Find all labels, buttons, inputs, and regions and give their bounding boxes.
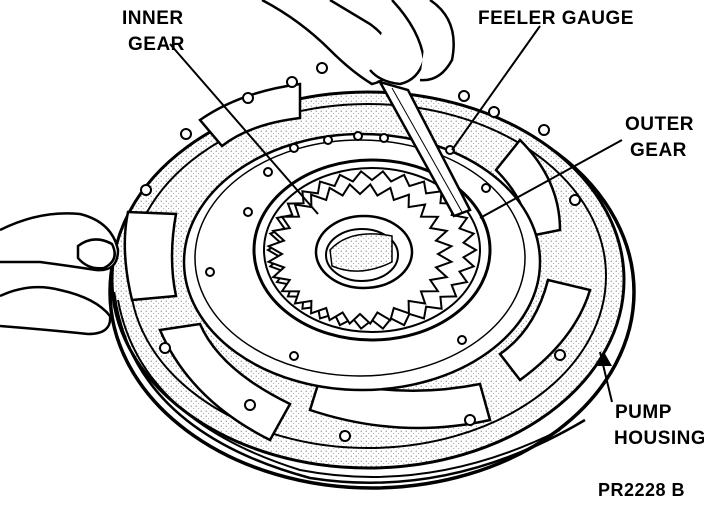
hand-top-feeler <box>261 0 455 86</box>
label-inner-gear-line2: GEAR <box>128 34 185 55</box>
pump-housing-arrowhead <box>596 352 612 366</box>
label-pump-housing-line1: PUMP <box>615 402 672 423</box>
feeler-gauge <box>377 79 472 218</box>
figure-code: PR2228 B <box>598 480 685 500</box>
labels: INNER GEAR FEELER GAUGE OUTER GEAR PUMP … <box>122 8 704 500</box>
label-pump-housing-line2: HOUSING <box>614 428 704 449</box>
feeler-gauge-leader <box>451 25 541 151</box>
label-feeler-gauge: FEELER GAUGE <box>478 8 634 29</box>
bolt-holes <box>140 62 581 442</box>
hand-left <box>0 212 120 336</box>
label-outer-gear-line2: GEAR <box>630 140 687 161</box>
label-inner-gear-line1: INNER <box>122 8 184 29</box>
label-outer-gear-line1: OUTER <box>625 114 694 135</box>
outer-gear-leader <box>479 139 623 219</box>
inner-gear <box>266 182 454 326</box>
inner-gear-leader <box>169 43 319 215</box>
